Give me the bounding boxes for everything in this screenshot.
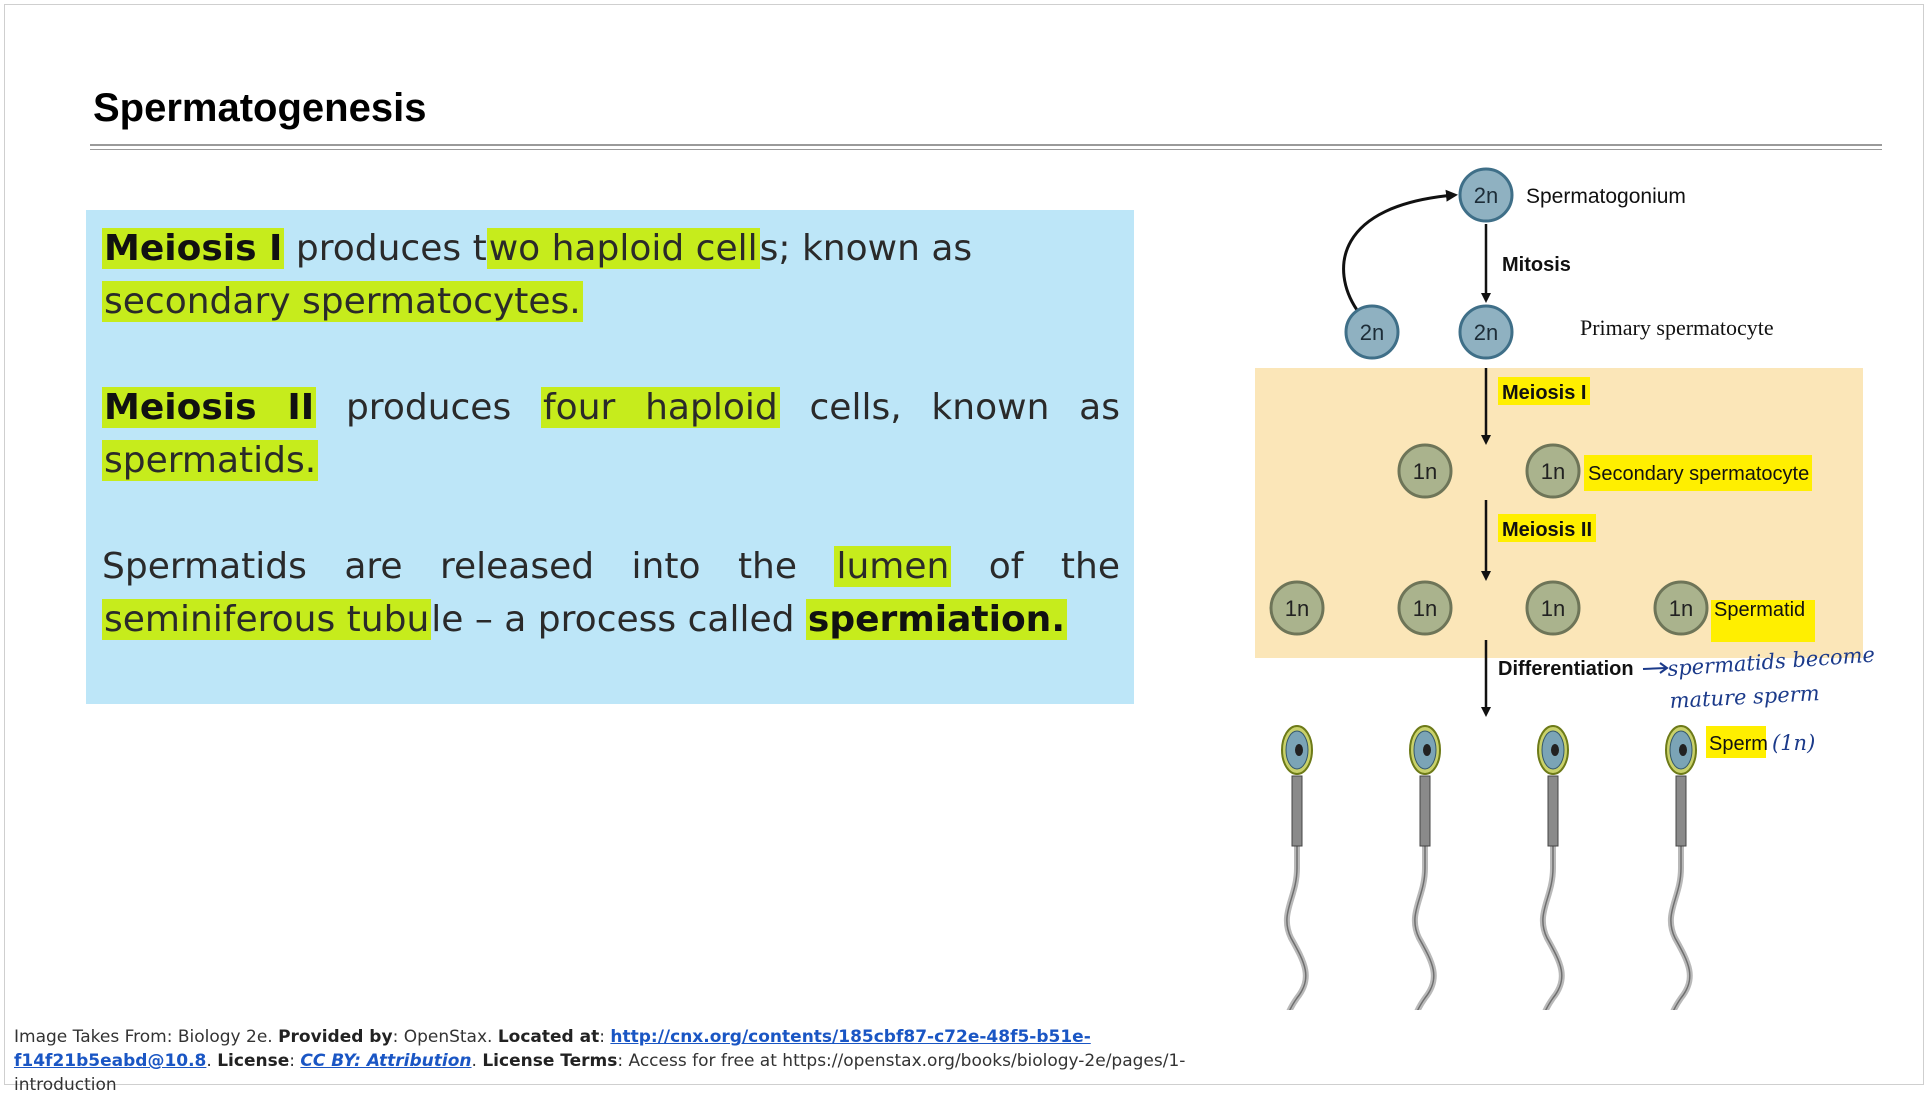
spermatid-cell-2: 1n <box>1397 580 1453 636</box>
self-renewal-arrow <box>1342 189 1458 311</box>
image-credits: Image Takes From: Biology 2e. Provided b… <box>14 1027 1186 1095</box>
meiosis-1-highlight <box>1498 377 1590 405</box>
meiosis-1-label: Meiosis I <box>1502 382 1586 404</box>
svg-text:2n: 2n <box>1474 183 1498 208</box>
source-url-link[interactable]: http://cnx.org/contents/185cbf87-c72e-48… <box>610 1027 1091 1047</box>
sperm-3 <box>1538 726 1568 1010</box>
spermatid-label: Spermatid <box>1714 599 1805 621</box>
svg-text:1n: 1n <box>1413 596 1437 621</box>
primary-cell-right: 2n <box>1458 304 1514 360</box>
secondary-cell-left: 1n <box>1397 443 1453 499</box>
spermatogonium-cell: 2n <box>1458 167 1514 223</box>
sperm-ploidy-annotation: (1n) <box>1772 731 1815 755</box>
sperm-label: Sperm <box>1709 733 1768 755</box>
meiosis-2-highlight <box>1498 514 1596 542</box>
slide-title: Spermatogenesis <box>93 86 427 130</box>
meiosis-2-label: Meiosis II <box>1502 519 1592 541</box>
annotation-arrow <box>1642 667 1667 670</box>
sperm-label-highlight <box>1706 726 1766 758</box>
spermatid-cell-1: 1n <box>1269 580 1325 636</box>
mitosis-label: Mitosis <box>1502 254 1571 276</box>
annotation-line-2: mature sperm <box>1669 681 1820 713</box>
paragraph-spermiation: Spermatids are released into the lumen o… <box>102 546 1120 640</box>
paragraph-meiosis-2: Meiosis II produces four haploid cells, … <box>102 387 1120 481</box>
svg-text:1n: 1n <box>1541 596 1565 621</box>
source-url-link-cont[interactable]: f14f21b5eabd@10.8 <box>14 1051 207 1071</box>
svg-text:1n: 1n <box>1285 596 1309 621</box>
sperm-1 <box>1282 726 1312 1010</box>
slide-frame <box>4 4 1924 1085</box>
title-divider-secondary <box>90 149 1882 150</box>
paragraph-meiosis-1: Meiosis I produces two haploid cells; kn… <box>102 228 973 322</box>
title-divider <box>90 144 1882 146</box>
svg-text:1n: 1n <box>1413 459 1437 484</box>
license-link[interactable]: CC BY: Attribution <box>300 1051 472 1071</box>
term-meiosis-1: Meiosis I <box>102 228 285 269</box>
term-spermiation: spermiation. <box>805 599 1067 640</box>
spermatid-cell-3: 1n <box>1525 580 1581 636</box>
svg-text:2n: 2n <box>1360 320 1384 345</box>
spermatid-label-highlight <box>1711 600 1815 642</box>
secondary-label-highlight <box>1584 455 1812 491</box>
secondary-cell-right: 1n <box>1525 443 1581 499</box>
spermatogonium-label: Spermatogonium <box>1526 185 1686 208</box>
primary-spermatocyte-label: Primary spermatocyte <box>1580 315 1774 340</box>
sperm-4 <box>1666 726 1696 1010</box>
secondary-spermatocyte-label: Secondary spermatocyte <box>1588 463 1809 485</box>
svg-text:1n: 1n <box>1669 596 1693 621</box>
primary-cell-left: 2n <box>1344 304 1400 360</box>
sperm-2 <box>1410 726 1440 1010</box>
spermatid-cell-4: 1n <box>1653 580 1709 636</box>
svg-text:1n: 1n <box>1541 459 1565 484</box>
term-meiosis-2: Meiosis II <box>102 387 317 428</box>
spermatogenesis-diagram: 2n Spermatogonium Mitosis 2n 2n Primary … <box>1255 167 1876 1010</box>
svg-text:2n: 2n <box>1474 320 1498 345</box>
differentiation-label: Differentiation <box>1498 658 1634 680</box>
annotation-arrowhead <box>1659 662 1669 674</box>
